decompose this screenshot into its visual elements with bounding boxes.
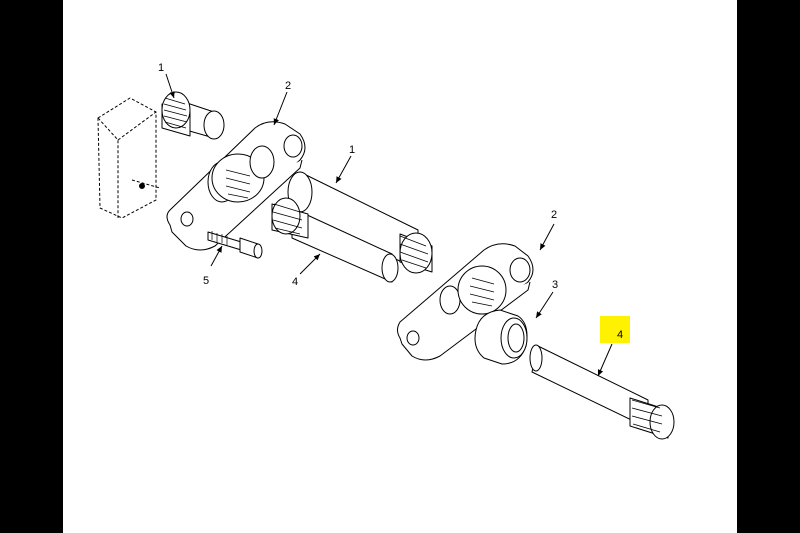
mounting-bracket xyxy=(97,97,161,219)
callout-4-mid[interactable]: 4 xyxy=(292,276,298,288)
letterbox-right xyxy=(737,0,800,533)
leader-3 xyxy=(535,291,554,319)
callout-highlight xyxy=(600,316,630,343)
part-4-shaft-right xyxy=(529,344,675,440)
callout-2-top[interactable]: 2 xyxy=(285,80,291,92)
letterbox-left xyxy=(0,0,63,533)
callout-4-highlighted[interactable]: 4 xyxy=(617,329,623,341)
callout-5[interactable]: 5 xyxy=(203,275,209,287)
leader-1-top xyxy=(165,73,175,99)
leader-2-right xyxy=(539,223,555,251)
part-4-shaft-middle xyxy=(271,197,399,283)
part-1-splined-coupling-top xyxy=(161,91,225,140)
leader-2-top xyxy=(273,91,288,126)
diagram-canvas xyxy=(63,0,737,533)
leader-4-mid xyxy=(299,253,321,275)
part-3-bushing xyxy=(474,309,528,365)
leader-1-mid xyxy=(335,155,352,184)
callout-3[interactable]: 3 xyxy=(552,279,558,291)
leader-5 xyxy=(210,245,223,267)
callout-1-top[interactable]: 1 xyxy=(158,62,164,74)
part-2-link-plate-left xyxy=(166,121,306,251)
part-5-bolt xyxy=(207,231,263,259)
callout-2-right[interactable]: 2 xyxy=(551,209,557,221)
leader-4-right xyxy=(597,343,613,377)
bracket-hole xyxy=(139,183,145,189)
leader-lines xyxy=(165,73,613,377)
part-2-link-plate-right xyxy=(397,243,534,361)
callout-1-mid[interactable]: 1 xyxy=(349,144,355,156)
